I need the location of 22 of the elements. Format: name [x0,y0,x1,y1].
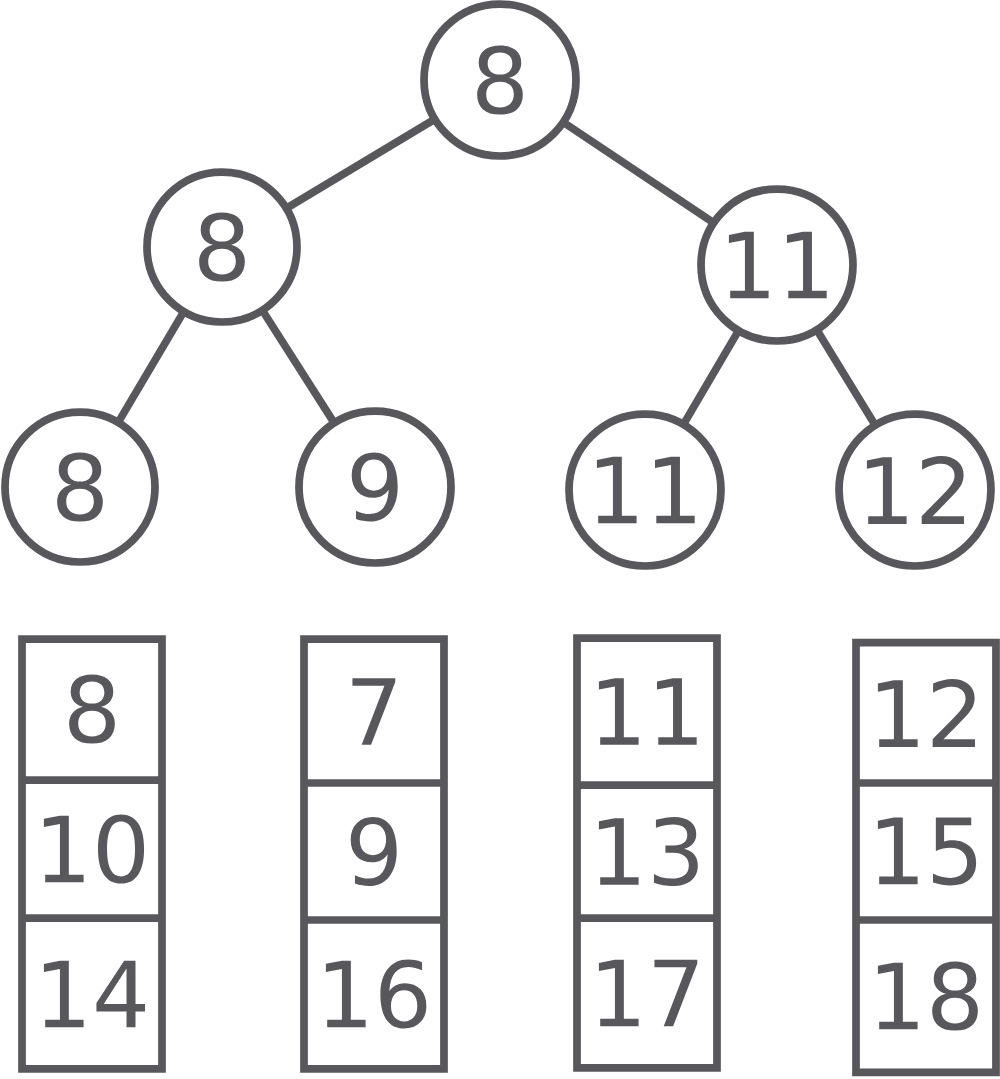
array-cell: 13 [598,816,698,887]
tree-edge [260,309,336,424]
column-box [573,634,721,1072]
column-box [300,635,448,1073]
tree-edge [562,120,715,225]
array-cell: 15 [877,817,977,886]
tree-edge [116,311,186,423]
array-cell: 12 [877,679,975,747]
tree-edge [285,117,436,211]
array-cell: 7 [352,678,396,745]
array-cell: 16 [325,959,427,1029]
array-cell: 9 [350,816,397,887]
array-cell: 18 [877,961,978,1031]
array-cell: 11 [598,678,697,745]
array-cell: 14 [43,960,145,1028]
tree-edge [814,329,878,426]
tree-edge [681,330,741,425]
column-box [852,638,1000,1077]
array-cell: 10 [43,814,145,884]
column-box [18,635,166,1073]
array-cell: 17 [598,959,698,1027]
array-cell: 8 [69,674,115,744]
